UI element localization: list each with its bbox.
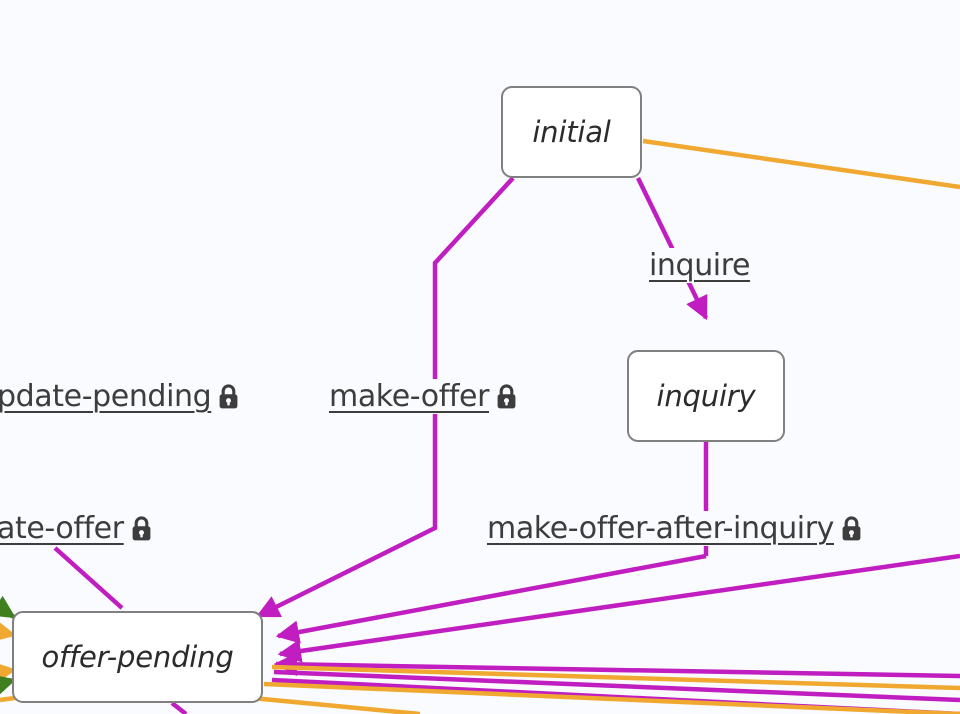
edge-label-inquire[interactable]: inquire <box>648 248 752 283</box>
edge-label-update-offer[interactable]: ate-offer <box>0 511 153 546</box>
edge-bottom-magenta-1 <box>170 701 188 714</box>
edge-fan-in-orange-1 <box>271 664 960 691</box>
edge-label-update-offer-text: ate-offer <box>0 511 124 546</box>
node-offer-pending-label: offer-pending <box>41 640 234 674</box>
node-inquiry[interactable]: inquiry <box>627 350 785 442</box>
lock-icon <box>841 516 862 541</box>
edge-bottom-orange-out <box>251 695 421 714</box>
edge-fan-in-3 <box>273 669 960 703</box>
edge-label-make-offer[interactable]: make-offer <box>328 379 519 414</box>
node-initial[interactable]: initial <box>501 86 642 178</box>
lock-icon <box>131 516 152 541</box>
edge-label-make-offer-text: make-offer <box>329 379 490 414</box>
edge-label-update-pending-text: pdate-pending <box>0 379 212 414</box>
edge-fan-in-4 <box>271 677 960 714</box>
edge-label-make-offer-after-inquiry[interactable]: make-offer-after-inquiry <box>486 511 864 546</box>
edge-label-inquire-text: inquire <box>649 248 751 283</box>
edge-fan-in-orange-2 <box>263 681 960 714</box>
node-inquiry-label: inquiry <box>656 379 756 413</box>
edge-update-offer-in <box>53 546 124 610</box>
node-initial-label: initial <box>532 115 611 149</box>
lock-icon <box>496 384 517 409</box>
edge-label-update-pending[interactable]: pdate-pending <box>0 379 241 414</box>
edge-fan-in-2 <box>273 652 960 679</box>
edge-label-make-offer-after-inquiry-text: make-offer-after-inquiry <box>487 511 835 546</box>
edge-left-green-1 <box>0 595 16 619</box>
edge-fan-in-1 <box>277 553 960 663</box>
edge-inquiry-fan-to-offer-pending <box>275 553 707 644</box>
node-offer-pending[interactable]: offer-pending <box>12 611 263 703</box>
lock-icon <box>218 384 239 409</box>
edge-initial-orange-right <box>642 138 960 190</box>
